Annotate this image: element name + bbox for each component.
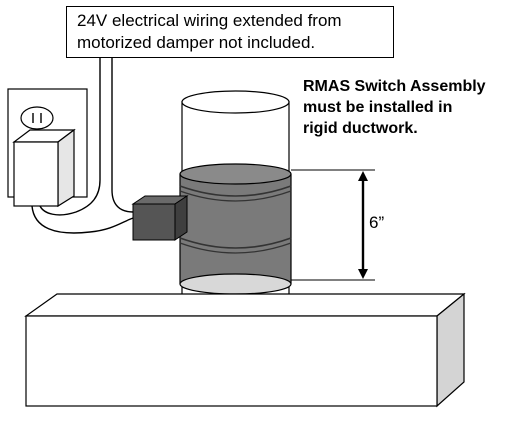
dimension-label: 6” xyxy=(369,213,385,232)
plenum-top xyxy=(24,293,466,317)
installation-note: RMAS Switch Assembly must be installed i… xyxy=(303,76,508,139)
plug-transformer xyxy=(12,128,76,208)
duct-top-opening xyxy=(181,90,290,114)
wiring-callout-line-1: 24V electrical wiring extended from xyxy=(77,11,342,30)
wiring xyxy=(31,56,134,234)
installation-note-line-2: must be installed in xyxy=(303,99,453,116)
plenum-box xyxy=(24,292,466,408)
dimension-marker xyxy=(291,169,375,281)
switch-actuator-box xyxy=(131,195,189,241)
installation-note-line-3: rigid ductwork. xyxy=(303,120,418,137)
outlet-socket xyxy=(20,106,54,130)
plenum-front xyxy=(25,315,438,407)
damper-band xyxy=(179,163,292,295)
wiring-callout: 24V electrical wiring extended from moto… xyxy=(66,6,394,58)
wiring-callout-line-2: motorized damper not included. xyxy=(77,33,316,52)
installation-note-line-1: RMAS Switch Assembly xyxy=(303,78,486,95)
